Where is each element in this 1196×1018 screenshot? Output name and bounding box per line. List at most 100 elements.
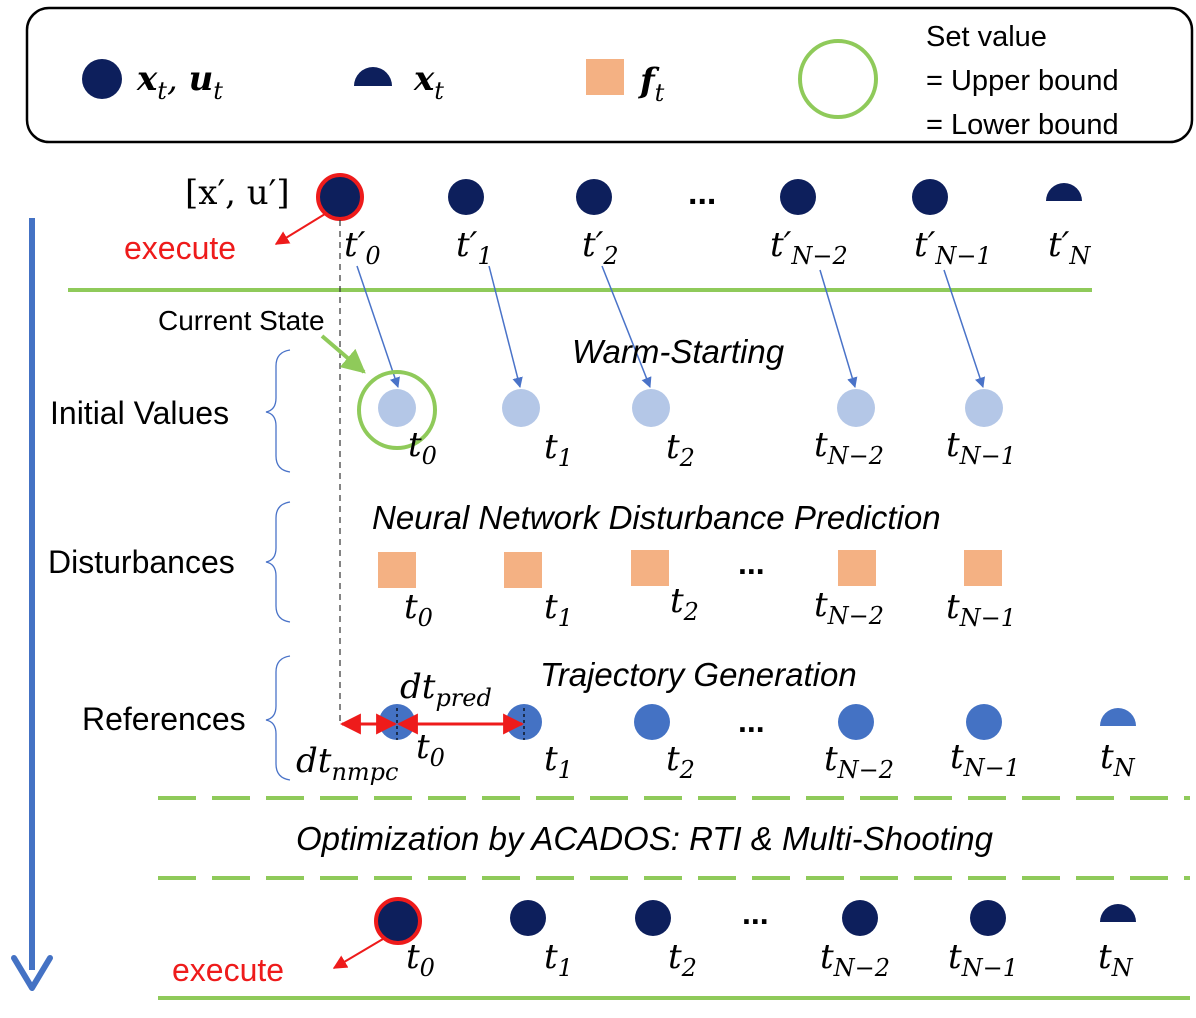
ref-time-0: t0: [416, 727, 445, 772]
new-node-n2: [842, 900, 878, 936]
new-ellipsis: ...: [742, 895, 769, 931]
dist-node-2: [631, 550, 669, 586]
ref-node-n2: [838, 704, 874, 740]
new-executed-node: [374, 897, 422, 945]
svg-text:ft: ft: [638, 61, 665, 107]
disturbances-label: Disturbances: [48, 544, 235, 580]
init-node-2: [632, 389, 670, 427]
dist-ellipsis: ...: [738, 545, 765, 581]
prev-time-n: t′N: [1048, 225, 1091, 270]
initial-values-brace: [265, 349, 291, 473]
green-ring-icon: [798, 39, 878, 119]
references-section: Trajectory Generation References dtpred …: [82, 655, 1136, 786]
dist-time-2: t2: [670, 581, 699, 626]
legend-x2-symbol: x: [413, 59, 435, 99]
new-time-n2: tN−2: [820, 937, 890, 982]
new-time-2: t2: [668, 937, 697, 982]
init-time-n2: tN−2: [814, 425, 884, 470]
new-node-n1: [970, 900, 1006, 936]
legend-u-symbol: u: [189, 59, 214, 99]
prev-state-label: [x′, u′]: [185, 173, 290, 213]
dt-pred-label: dtpred: [400, 667, 492, 712]
disturbances-brace: [265, 501, 291, 623]
dist-node-n2: [838, 550, 876, 586]
dist-node-1: [504, 552, 542, 588]
legend-f-sub: t: [655, 79, 665, 107]
current-state-label: Current State: [158, 305, 325, 336]
legend-x2-sub: t: [434, 77, 444, 105]
legend-box: xt, ut xt ft Set value = Upper bound = L…: [25, 6, 1194, 144]
ref-time-n1: tN−1: [950, 737, 1020, 782]
prev-node-2: [576, 179, 612, 215]
legend-set-value-line-3: = Lower bound: [926, 109, 1119, 141]
legend-sep: ,: [167, 59, 189, 99]
prev-time-2: t′2: [582, 225, 619, 270]
orange-square-icon: [586, 59, 624, 95]
ref-time-n: tN: [1100, 737, 1136, 782]
prev-node-n2: [780, 179, 816, 215]
prev-terminal-node: [1046, 183, 1082, 201]
init-node-n2: [837, 389, 875, 427]
legend-item-state-only: xt: [354, 59, 444, 105]
init-node-0: [378, 389, 416, 427]
new-terminal-node: [1100, 904, 1136, 922]
ref-time-n2: tN−2: [824, 739, 894, 784]
legend-x-sub: t: [157, 77, 167, 105]
initial-values-label: Initial Values: [50, 395, 229, 431]
init-time-2: t2: [666, 427, 695, 472]
warm-start-arrows: [356, 265, 985, 389]
init-node-n1: [965, 389, 1003, 427]
dist-time-0: t0: [404, 587, 433, 632]
prev-time-n1: t′N−1: [914, 225, 992, 270]
executed-node: [316, 173, 364, 221]
prev-node-n1: [912, 179, 948, 215]
new-time-n1: tN−1: [948, 937, 1018, 982]
trajectory-generation-title: Trajectory Generation: [540, 656, 857, 693]
new-node-2: [635, 900, 671, 936]
new-time-0: t0: [406, 937, 435, 982]
dist-node-n1: [964, 550, 1002, 586]
references-label: References: [82, 701, 246, 737]
new-time-1: t1: [544, 937, 573, 982]
init-time-n1: tN−1: [946, 425, 1016, 470]
ref-node-2: [634, 704, 670, 740]
execute-label-bottom: execute: [172, 952, 284, 988]
initial-values-section: Current State Warm-Starting Initial Valu…: [50, 305, 1016, 473]
current-state-ring: [357, 370, 437, 450]
prev-time-0: t′0: [344, 225, 381, 270]
prev-time-1: t′1: [456, 225, 493, 270]
svg-text:xt: xt: [413, 59, 444, 105]
navy-half-dot-icon: [354, 67, 392, 86]
legend-set-value-line-1: Set value: [926, 21, 1047, 53]
ref-time-1: t1: [544, 739, 573, 784]
init-node-1: [502, 389, 540, 427]
navy-dot-icon: [82, 59, 122, 99]
legend-item-disturbance: ft: [586, 59, 665, 107]
legend-item-state-input: xt, ut: [82, 59, 223, 105]
ref-time-2: t2: [666, 739, 695, 784]
legend-u-sub: t: [213, 77, 223, 105]
previous-solution-row: [x′, u′] ... execute t′0 t′1 t′2 t′N−2 t…: [124, 173, 1091, 270]
svg-text:xt, ut: xt, ut: [136, 59, 223, 105]
legend-set-value-line-2: = Upper bound: [926, 65, 1119, 97]
nn-disturbance-title: Neural Network Disturbance Prediction: [372, 499, 941, 536]
disturbances-section: Neural Network Disturbance Prediction Di…: [48, 499, 1016, 632]
references-brace: [265, 655, 291, 781]
new-node-1: [510, 900, 546, 936]
optimization-title: Optimization by ACADOS: RTI & Multi-Shoo…: [296, 820, 994, 857]
ref-node-n1: [966, 704, 1002, 740]
init-time-0: t0: [408, 425, 437, 470]
dt-nmpc-label: dtnmpc: [296, 741, 398, 786]
dist-time-n1: tN−1: [946, 587, 1016, 632]
current-state-arrow: [320, 334, 366, 374]
init-time-1: t1: [544, 427, 573, 472]
ref-ellipsis: ...: [738, 703, 765, 739]
new-solution-row: ... execute t0 t1 t2 tN−2 tN−1 tN: [172, 895, 1136, 988]
ref-terminal-node: [1100, 708, 1136, 726]
timeline-arrow: [11, 218, 53, 991]
dist-node-0: [378, 552, 416, 588]
warm-starting-title: Warm-Starting: [572, 333, 785, 370]
dist-time-n2: tN−2: [814, 585, 884, 630]
prev-time-n2: t′N−2: [770, 225, 848, 270]
